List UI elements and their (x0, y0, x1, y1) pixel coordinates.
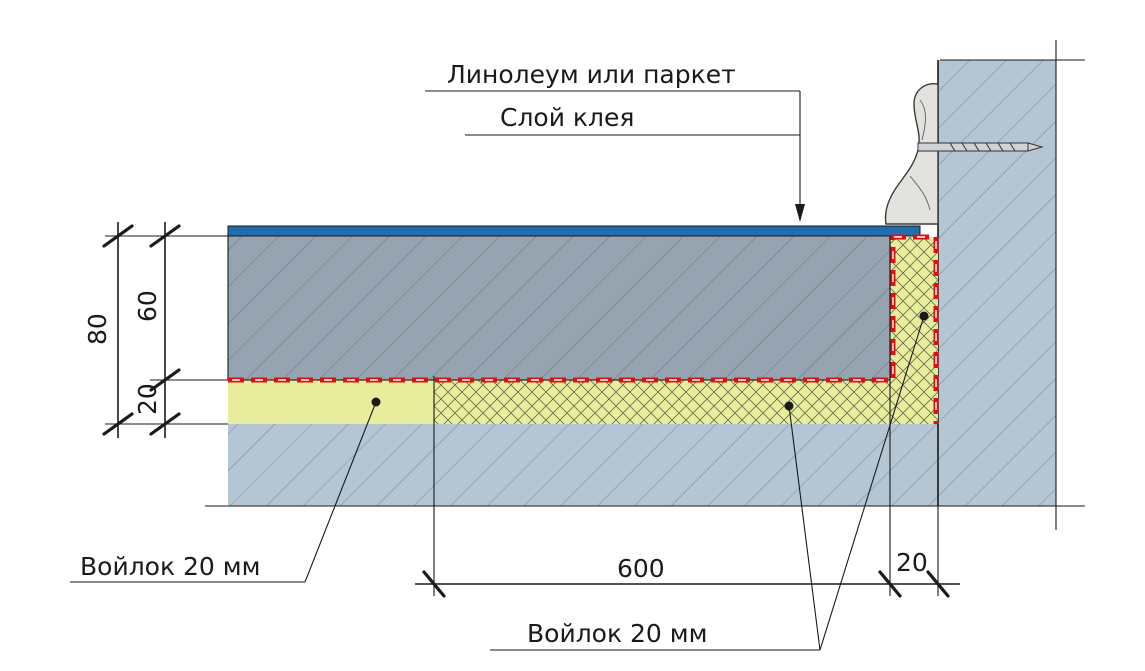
dim-total-height: 80 (83, 313, 112, 345)
label-glue: Слой клея (500, 103, 634, 132)
flooring-layer (227, 225, 921, 237)
label-felt-bottom: Войлок 20 мм (527, 619, 708, 648)
dim-slab-length: 600 (617, 554, 665, 583)
baseboard (884, 83, 939, 225)
leader-linoleum (425, 90, 805, 222)
dim-gap-width: 20 (896, 548, 928, 577)
label-felt-left: Войлок 20 мм (80, 552, 261, 581)
dim-felt-height: 20 (133, 383, 162, 415)
label-linoleum: Линолеум или паркет (447, 60, 736, 89)
leader-felt-left (70, 397, 381, 583)
screw-icon (917, 142, 1044, 152)
dim-screed-height: 60 (133, 290, 162, 322)
vertical-dimensions (102, 222, 228, 438)
horizontal-dimensions (415, 236, 960, 598)
leader-felt-bottom (490, 311, 929, 651)
